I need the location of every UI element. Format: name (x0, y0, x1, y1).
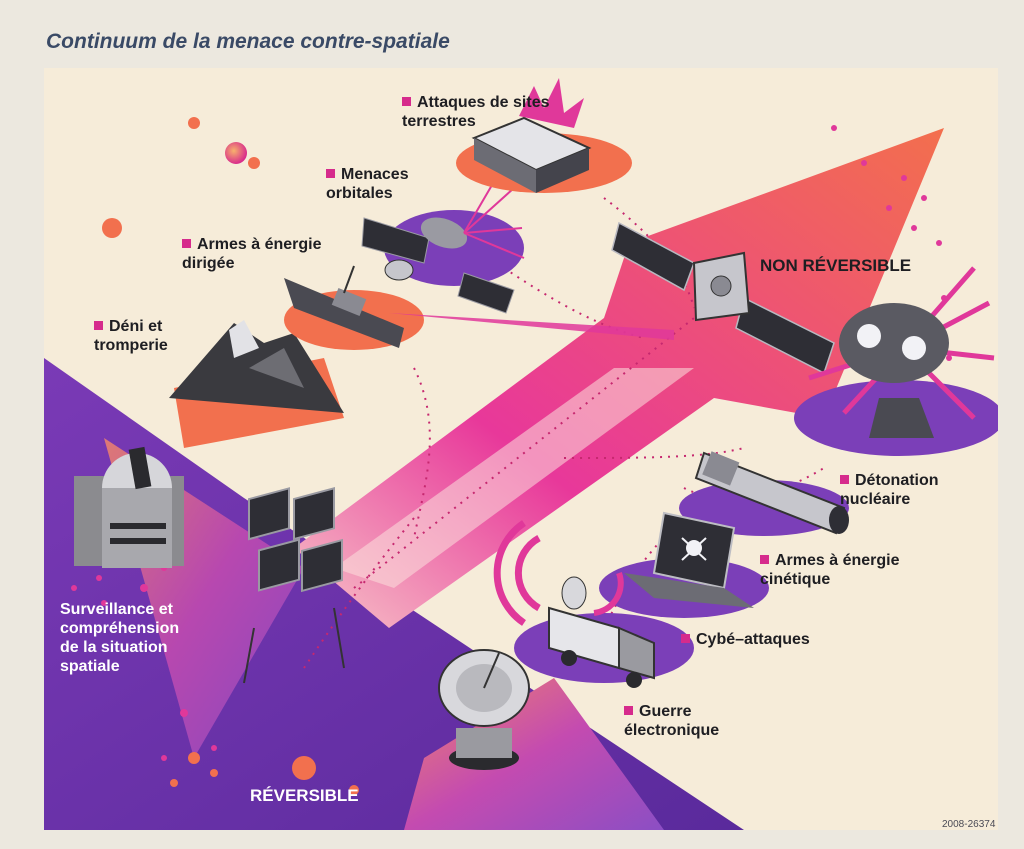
label-surveillance: Surveillance et compréhension de la situ… (60, 600, 179, 676)
missile-icon (679, 451, 849, 536)
marker-square (624, 706, 633, 715)
page-title: Continuum de la menace contre-spatiale (46, 30, 450, 53)
illustration-canvas (44, 78, 998, 830)
marker-square (840, 475, 849, 484)
marker-square (681, 634, 690, 643)
label-armes-energie-dirigee-text: Armes à énergie dirigée (182, 236, 322, 272)
label-armes-cinetique-text: Armes à énergie cinétique (760, 552, 900, 588)
illustration-panel: RÉVERSIBLE NON RÉVERSIBLE Surveillance e… (44, 68, 998, 830)
zone-label-reversible: RÉVERSIBLE (250, 786, 359, 805)
lower-triangle (404, 678, 664, 830)
decorative-ball (225, 142, 247, 164)
label-cyber: Cybé–attaques (681, 630, 810, 649)
label-detonation: Détonation nucléaire (840, 471, 939, 509)
label-guerre-electronique-text: Guerre électronique (624, 703, 720, 739)
reference-number: 2008-26374 (942, 819, 996, 830)
marker-square (402, 97, 411, 106)
label-armes-cinetique: Armes à énergie cinétique (760, 551, 900, 589)
radar-dish-icon (438, 649, 530, 770)
label-menaces-orbitales-text: Menaces orbitales (326, 166, 409, 202)
factory-explosion-icon (456, 78, 632, 193)
orange-dots (102, 117, 359, 795)
observatory-icon (74, 446, 184, 568)
solar-panel-icon (243, 487, 345, 684)
orbital-threat-icon (361, 172, 525, 314)
label-cyber-text: Cybé–attaques (696, 631, 810, 648)
warship-icon (284, 265, 674, 350)
mushroom-cloud-icon (794, 266, 998, 456)
label-detonation-text: Détonation nucléaire (840, 472, 939, 508)
jammer-truck-icon (493, 520, 694, 688)
marker-square (326, 169, 335, 178)
label-armes-energie-dirigee: Armes à énergie dirigée (182, 235, 322, 273)
label-surveillance-text: Surveillance et compréhension de la situ… (60, 601, 180, 675)
label-menaces-orbitales: Menaces orbitales (326, 165, 409, 203)
label-attaques-sites: Attaques de sites terrestres (402, 93, 549, 131)
connector-lines (303, 197, 825, 669)
label-deni-text: Déni et tromperie (94, 318, 168, 354)
marker-square (182, 239, 191, 248)
label-attaques-sites-text: Attaques de sites terrestres (402, 94, 550, 130)
mountain-icon (169, 320, 344, 448)
marker-square (760, 555, 769, 564)
satellite-icon (611, 221, 835, 375)
zone-label-non-reversible: NON RÉVERSIBLE (760, 256, 912, 275)
marker-square (94, 321, 103, 330)
label-deni: Déni et tromperie (94, 317, 168, 355)
label-guerre-electronique: Guerre électronique (624, 702, 719, 740)
laptop-skull-icon (599, 511, 769, 618)
